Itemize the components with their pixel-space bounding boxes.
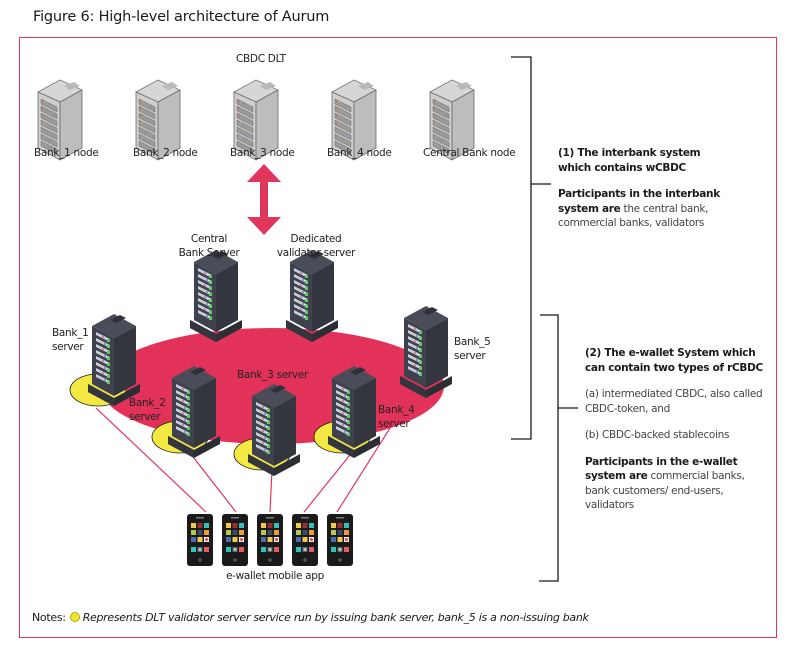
- interbank-description: (1) The interbank system which contains …: [558, 146, 728, 231]
- validator-server-label: Dedicated validator server: [276, 233, 356, 259]
- connection-line: [336, 408, 403, 513]
- notes-text: Represents DLT validator server service …: [82, 611, 589, 624]
- bank4-server-label: Bank_4 server: [378, 404, 415, 430]
- ewallet-participants-list: commercial banks, bank customers/ end-us…: [585, 470, 745, 511]
- connection-line: [303, 454, 351, 513]
- bank5-server-label: Bank_5 server: [454, 336, 491, 362]
- connection-line: [189, 452, 237, 513]
- connection-line: [269, 469, 273, 513]
- validator-dot-icon: [69, 612, 80, 622]
- ewallet-participants-label: Participants in the e-wallet system are: [585, 455, 738, 483]
- phone-icon: [327, 514, 353, 566]
- figure-title: Figure 6: High-level architecture of Aur…: [33, 9, 330, 25]
- bank3-server-icon: [248, 384, 300, 476]
- cbdc-dlt-label: CBDC DLT: [236, 53, 286, 65]
- phone-icon: [187, 514, 213, 566]
- bank3-server-label: Bank_3 server: [237, 369, 308, 381]
- bank2-server-icon: [168, 366, 220, 458]
- notes-prefix: Notes:: [32, 611, 66, 624]
- bidirectional-arrow-icon: [247, 164, 281, 235]
- figure-notes: Notes: Represents DLT validator server se…: [32, 611, 589, 624]
- interbank-heading: (1) The interbank system which contains …: [558, 147, 701, 174]
- bank4-server-icon: [328, 366, 380, 458]
- central-bank-server-icon: [190, 250, 242, 342]
- interbank-participants-list: the central bank, commercial banks, vali…: [558, 202, 709, 230]
- bank4-node-label: Bank_4 node: [327, 147, 392, 159]
- ewallet-description: (2) The e-wallet System which can contai…: [585, 346, 765, 513]
- central-bank-server-label: Central Bank Server: [178, 233, 240, 259]
- validator-server-icon: [286, 250, 338, 342]
- bank3-node-label: Bank_3 node: [230, 147, 295, 159]
- figure-frame: [19, 37, 777, 638]
- bank1-server-label: Bank_1 server: [52, 327, 89, 353]
- bank1-node-label: Bank_1 node: [34, 147, 99, 159]
- phone-icon: [222, 514, 248, 566]
- bank2-server-label: Bank_2 server: [129, 397, 166, 423]
- interbank-participants-label: Participants in the interbank system are: [558, 188, 720, 215]
- connection-lines: [95, 407, 403, 513]
- connection-line: [95, 407, 207, 513]
- bank1-server-icon: [88, 314, 140, 406]
- bank2-node-label: Bank_2 node: [133, 147, 198, 159]
- ewallet-heading: (2) The e-wallet System which can contai…: [585, 347, 763, 374]
- ewallet-bracket: [539, 314, 578, 582]
- phone-icon: [292, 514, 318, 566]
- ewallet-item-a: (a) intermediated CBDC, also called CBDC…: [585, 388, 763, 415]
- bank5-server-icon: [400, 306, 452, 398]
- ewallet-app-label: e-wallet mobile app: [226, 570, 325, 582]
- interbank-bracket: [511, 56, 551, 440]
- central-bank-node-label: Central Bank node: [423, 147, 516, 159]
- ewallet-item-b: (b) CBDC-backed stablecoins: [585, 429, 730, 441]
- phone-icon: [257, 514, 283, 566]
